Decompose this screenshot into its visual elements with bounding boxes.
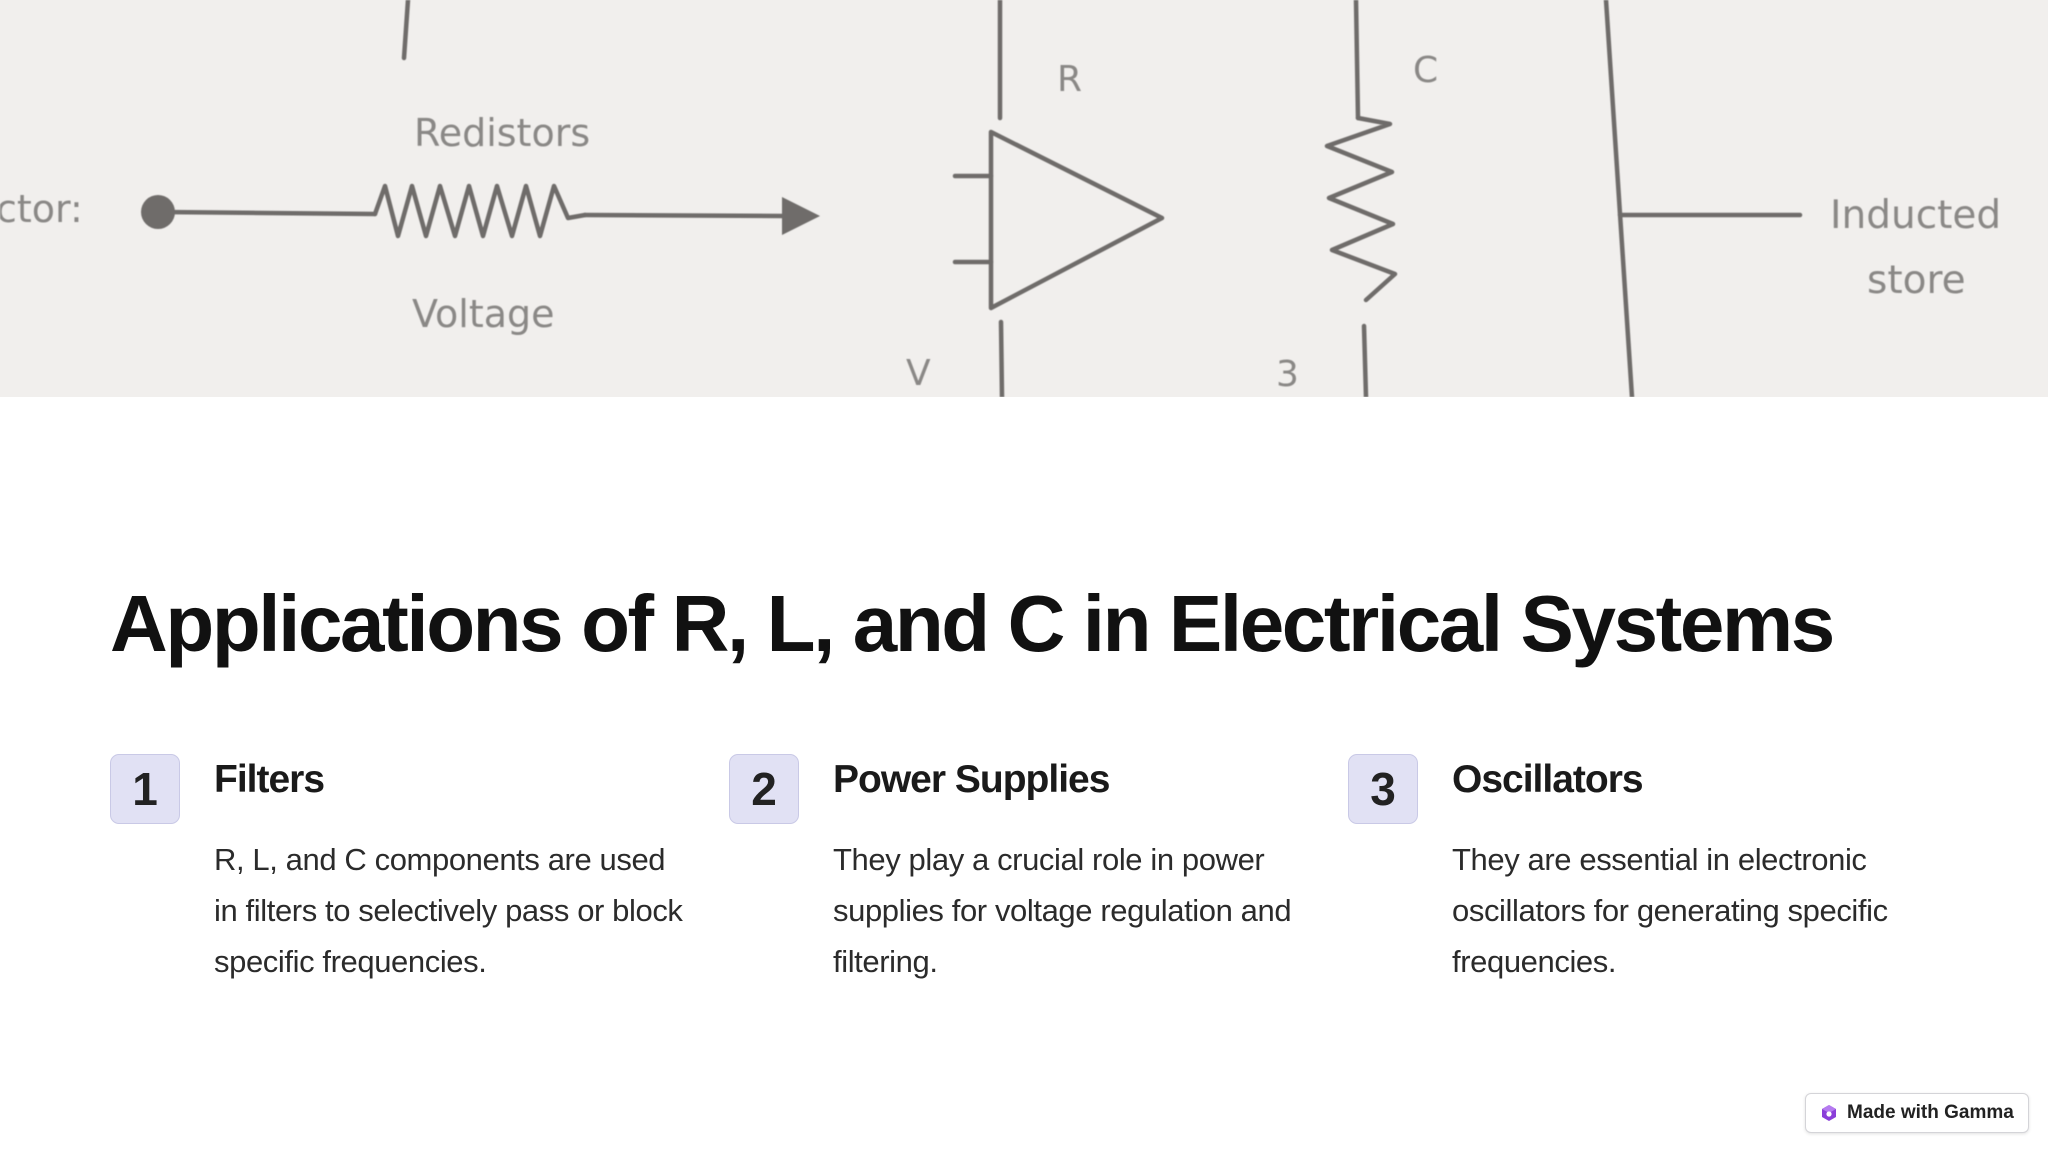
diagram-label-inducted: Inducted — [1830, 193, 2001, 238]
diagram-wire — [157, 209, 378, 217]
slide-title: Applications of R, L, and C in Electrica… — [110, 579, 1835, 668]
diagram-label-c: C — [1413, 50, 1438, 91]
card-oscillators: 3 Oscillators They are essential in elec… — [1348, 754, 1908, 994]
coil-symbol — [1324, 115, 1398, 303]
card-title: Filters — [214, 758, 325, 801]
diagram-line — [998, 319, 1005, 397]
circuit-diagram-image: ctor: Redistors Voltage R V C 3 Inducted… — [0, 0, 2048, 397]
diagram-label-store: store — [1867, 258, 1966, 303]
diagram-line — [1353, 0, 1361, 121]
number-badge: 1 — [110, 754, 180, 824]
circuit-diagram-svg: ctor: Redistors Voltage R V C 3 Inducted… — [0, 0, 2001, 397]
diagram-wire — [582, 212, 788, 219]
resistor-symbol — [372, 183, 588, 239]
diagram-label-ctor: ctor: — [0, 187, 83, 231]
diagram-label-redistors: Redistors — [414, 111, 590, 155]
card-filters: 1 Filters R, L, and C components are use… — [110, 754, 683, 994]
terminal-dot — [141, 195, 175, 229]
card-description: They play a crucial role in power suppli… — [833, 842, 1292, 979]
diagram-label-r: R — [1057, 59, 1082, 100]
number-badge: 2 — [729, 754, 799, 824]
card-description: They are essential in electronic oscilla… — [1452, 842, 1888, 979]
card-power-supplies: 2 Power Supplies They play a crucial rol… — [729, 754, 1292, 994]
number-badge: 3 — [1348, 754, 1418, 824]
card-title: Oscillators — [1452, 758, 1644, 801]
made-with-gamma-label: Made with Gamma — [1847, 1102, 2014, 1123]
amplifier-symbol — [988, 129, 1165, 311]
gamma-logo-icon — [1822, 1105, 1836, 1121]
diagram-label-3: 3 — [1276, 354, 1299, 395]
diagram-line — [1361, 323, 1369, 397]
diagram-line — [1603, 0, 1635, 397]
made-with-gamma-button[interactable]: Made with Gamma — [1805, 1093, 2029, 1133]
card-title: Power Supplies — [833, 758, 1110, 801]
diagram-line — [401, 0, 411, 61]
diagram-label-v: V — [906, 353, 931, 394]
card-description: R, L, and C components are used in filte… — [214, 842, 683, 979]
application-cards: 1 Filters R, L, and C components are use… — [110, 754, 1950, 994]
arrow-head-icon — [782, 197, 820, 235]
diagram-label-voltage: Voltage — [412, 292, 555, 336]
